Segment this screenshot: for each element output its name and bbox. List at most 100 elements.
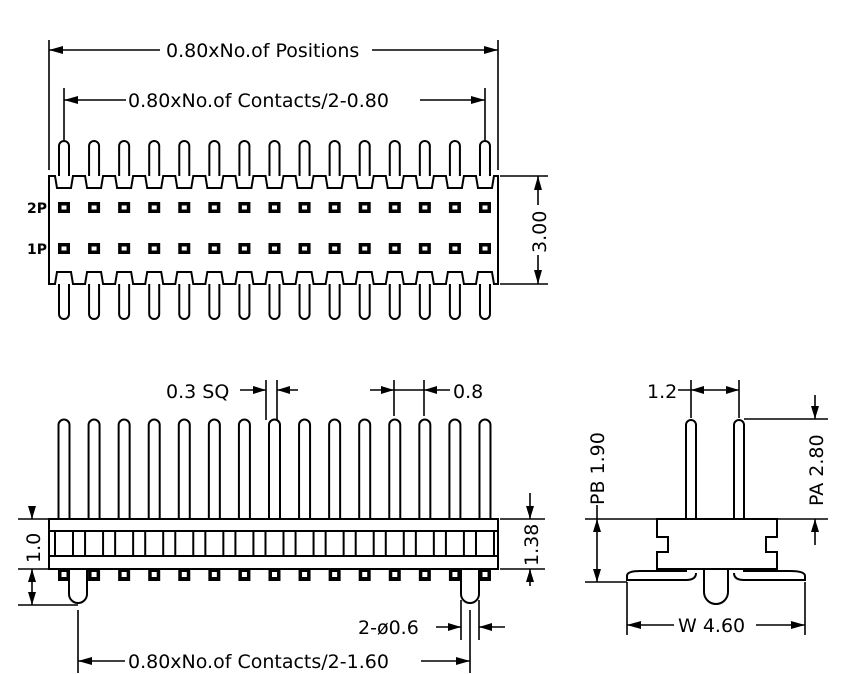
arrow-w-right <box>791 621 805 629</box>
top-pin-lower <box>118 284 131 320</box>
top-pad-row1-hole <box>151 246 157 251</box>
arrow-side-pitch-right <box>726 386 739 394</box>
dim-side-pitch-label: 1.2 <box>647 381 677 403</box>
front-tail-hole <box>452 572 458 577</box>
top-pad-row2-hole <box>241 205 247 210</box>
front-slot <box>84 530 105 557</box>
arrow-pb-bottom <box>593 569 601 582</box>
front-pin <box>267 418 281 519</box>
top-pad-row1-hole <box>211 246 217 251</box>
arrow-bottom-right <box>456 657 470 665</box>
front-slot <box>384 530 405 557</box>
arrow-pb-top <box>593 519 601 532</box>
top-pin-lower <box>148 284 161 320</box>
side-pin-left <box>685 419 697 519</box>
top-pin-upper <box>58 140 70 176</box>
side-tail-left <box>626 569 697 581</box>
arrow-contacts-left <box>64 96 78 104</box>
top-pin-lower <box>208 284 221 320</box>
top-pin-lower <box>478 284 491 320</box>
front-slot <box>114 530 135 557</box>
peg-left <box>68 568 88 604</box>
side-view: 1.2 PB 1.90 PA 2.80 W 4.60 <box>585 380 828 637</box>
dim-bottom-label: 0.80xNo.of Contacts/2-1.60 <box>128 651 389 673</box>
arrow-bottom-left <box>78 657 92 665</box>
top-pad-row2-hole <box>181 205 187 210</box>
dim-height-label: 3.00 <box>529 211 551 253</box>
top-pin-lower <box>238 284 251 320</box>
top-pad-row1-hole <box>482 246 488 251</box>
top-pad-row2-hole <box>151 205 157 210</box>
top-pins <box>58 140 491 320</box>
row-label-2p: 2P <box>27 201 47 217</box>
top-pin-upper <box>478 140 491 176</box>
dim-contacts-label: 0.80xNo.of Contacts/2-0.80 <box>128 90 389 112</box>
front-slot <box>294 530 315 557</box>
top-pin-upper <box>358 140 371 176</box>
arrow-peg-left <box>448 623 461 631</box>
front-slot <box>354 530 375 557</box>
dim-pb-label: PB 1.90 <box>587 432 609 505</box>
top-pads <box>58 202 491 254</box>
dim-pa-label: PA 2.80 <box>806 434 828 506</box>
top-pad-row1-hole <box>422 246 428 251</box>
front-housing <box>48 518 499 570</box>
front-pin <box>207 418 221 519</box>
top-pin-lower <box>388 284 401 320</box>
top-pin-upper <box>118 140 131 176</box>
front-pin <box>478 418 492 519</box>
top-pin-lower <box>328 284 341 320</box>
front-view: 0.3 SQ 0.8 1.0 1.38 2-ø0. <box>18 380 545 673</box>
top-pad-row1-hole <box>241 246 247 251</box>
arrow-pitch-right <box>424 386 437 394</box>
top-pin-upper <box>448 140 461 176</box>
front-pin <box>87 418 101 519</box>
top-pad-row1-hole <box>121 246 127 251</box>
front-tail-hole <box>241 572 247 577</box>
front-pin <box>418 418 432 519</box>
front-slot <box>204 530 225 557</box>
top-pad-row2-hole <box>91 205 97 210</box>
top-pad-row1-hole <box>61 246 67 251</box>
front-tails <box>58 569 491 581</box>
front-slot <box>54 530 74 557</box>
dim-pitch-label: 0.8 <box>453 381 483 403</box>
front-pins <box>57 418 492 519</box>
top-pin-upper <box>418 140 431 176</box>
top-view: 0.80xNo.of Positions 0.80xNo.of Contacts… <box>27 40 551 320</box>
top-pin-upper <box>208 140 221 176</box>
top-pin-lower <box>268 284 281 320</box>
top-pad-row1-hole <box>332 246 338 251</box>
top-pad-row1-hole <box>91 246 97 251</box>
top-pin-lower <box>358 284 371 320</box>
front-slot <box>414 530 435 557</box>
top-pad-row2-hole <box>211 205 217 210</box>
top-pad-row2-hole <box>482 205 488 210</box>
top-pad-row2-hole <box>332 205 338 210</box>
arrow-positions-left <box>49 46 63 54</box>
front-pin <box>177 418 191 519</box>
top-pad-row1-hole <box>452 246 458 251</box>
top-pin-lower <box>448 284 461 320</box>
top-pin-upper <box>178 140 191 176</box>
front-slot <box>144 530 165 557</box>
top-pad-row1-hole <box>392 246 398 251</box>
front-slots <box>54 530 495 557</box>
top-pin-upper <box>238 140 251 176</box>
top-pad-row2-hole <box>271 205 277 210</box>
front-slot <box>174 530 195 557</box>
arrow-height-bottom <box>534 270 542 284</box>
arrow-right-top <box>526 506 534 519</box>
front-pin <box>358 418 372 519</box>
front-slot <box>324 530 345 557</box>
front-tail-hole <box>91 572 97 577</box>
top-pin-upper <box>88 140 101 176</box>
arrow-pa-top <box>811 406 819 419</box>
front-slot <box>444 530 465 557</box>
side-housing <box>656 518 778 570</box>
row-label-1p: 1P <box>27 242 47 258</box>
front-tail-hole <box>151 572 157 577</box>
front-tail-hole <box>332 572 338 577</box>
arrow-left-bottom <box>28 592 36 605</box>
